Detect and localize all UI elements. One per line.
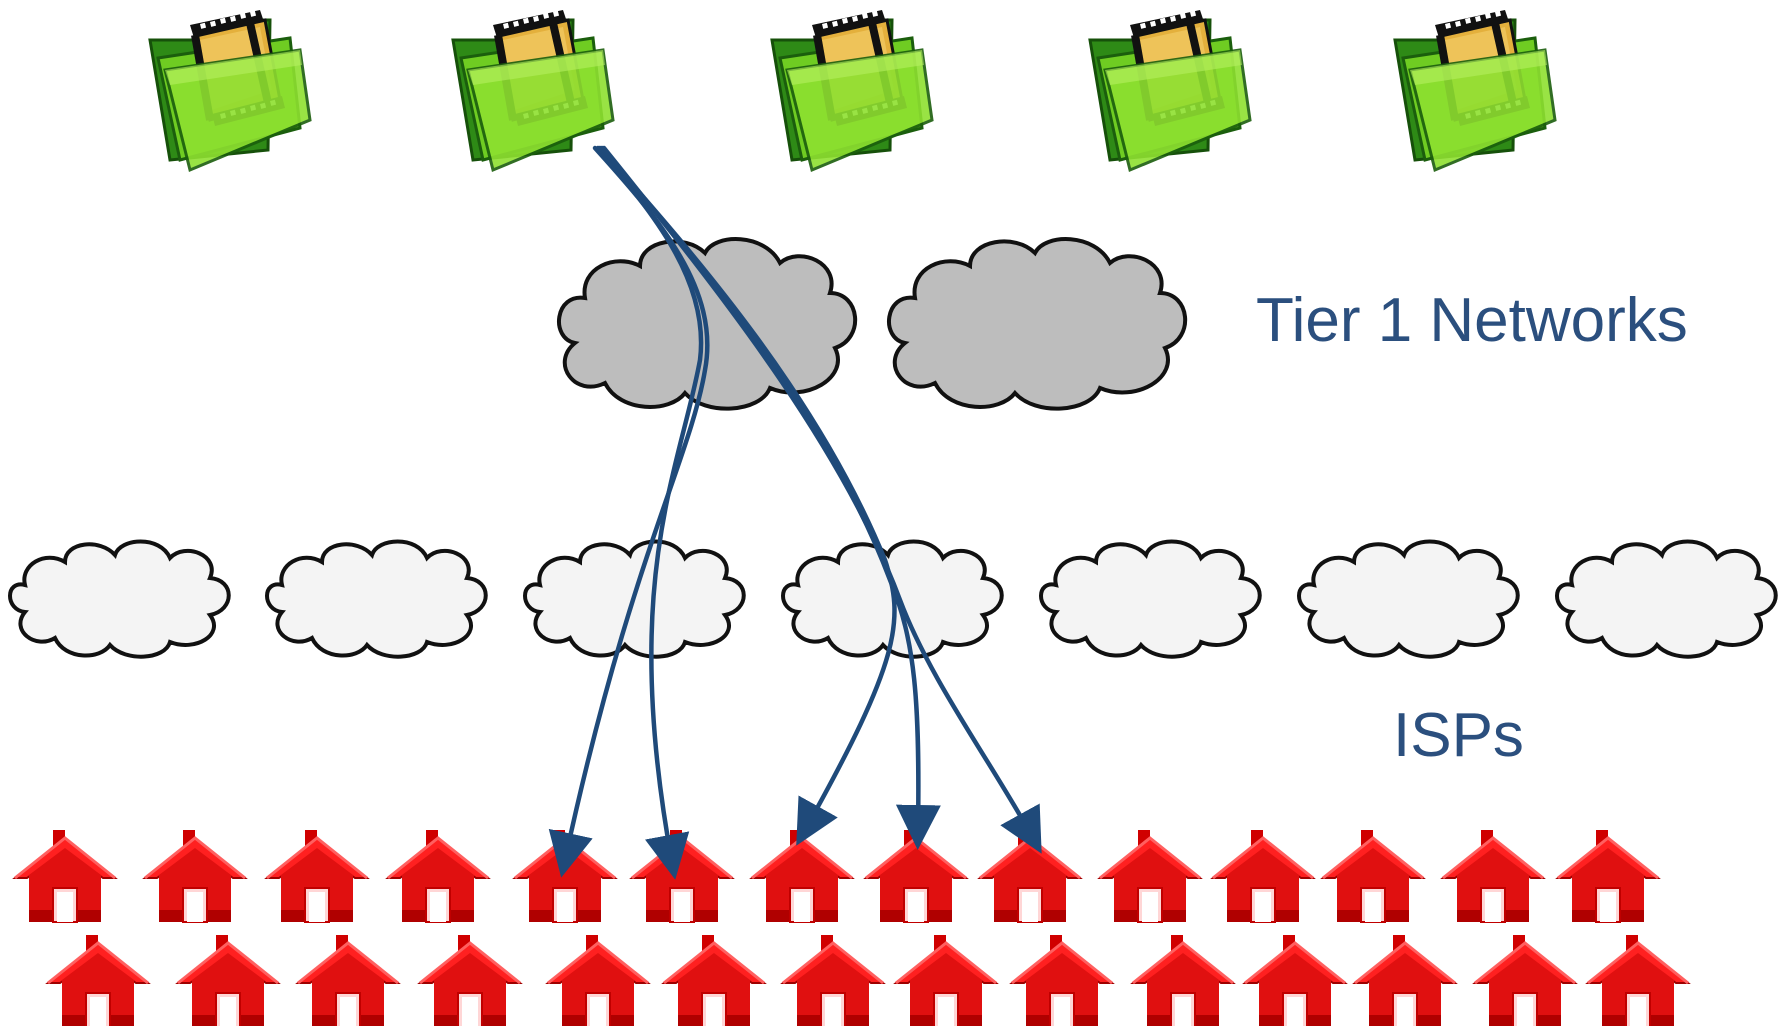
house-icon (418, 933, 522, 1026)
house-icon (296, 933, 400, 1026)
house-icon (513, 828, 617, 924)
delivery-arrows (548, 145, 1042, 880)
house-icon (143, 828, 247, 924)
house-icon (1353, 933, 1457, 1026)
house-icon (1131, 933, 1235, 1026)
cloud-icon (265, 539, 488, 659)
video-folder-icon (150, 10, 310, 170)
house-icon (630, 828, 734, 924)
house-icon (1010, 933, 1114, 1026)
house-icon (781, 933, 885, 1026)
house-icon (13, 828, 117, 924)
house-icon (1441, 828, 1545, 924)
house-icon (386, 828, 490, 924)
video-folder-icon (1395, 10, 1555, 170)
house-icon (1586, 933, 1690, 1026)
house-icon (1321, 828, 1425, 924)
house-icon (46, 933, 150, 1026)
arrow (601, 145, 1042, 854)
house-icon (978, 828, 1082, 924)
house-icon (1098, 828, 1202, 924)
cloud-icon (1297, 539, 1520, 659)
houses-row-2 (46, 933, 1690, 1026)
house-icon (176, 933, 280, 1026)
tier1-clouds (556, 237, 1188, 411)
arrow (595, 145, 704, 880)
cloud-icon (886, 237, 1188, 411)
house-icon (265, 828, 369, 924)
video-folders (150, 10, 1555, 170)
houses-row-1 (13, 828, 1660, 924)
video-folder-icon (772, 10, 932, 170)
house-icon (546, 933, 650, 1026)
house-icon (1473, 933, 1577, 1026)
house-icon (1243, 933, 1347, 1026)
house-icon (750, 828, 854, 924)
cloud-icon (1555, 539, 1778, 659)
cloud-icon (8, 539, 231, 659)
video-folder-icon (1090, 10, 1250, 170)
house-icon (1556, 828, 1660, 924)
cloud-icon (1039, 539, 1262, 659)
isps-label: ISPs (1393, 701, 1524, 770)
house-icon (894, 933, 998, 1026)
tier1-networks-label: Tier 1 Networks (1256, 286, 1688, 355)
house-icon (662, 933, 766, 1026)
house-icon (864, 828, 968, 924)
house-icon (1211, 828, 1315, 924)
video-folder-icon (453, 10, 613, 170)
